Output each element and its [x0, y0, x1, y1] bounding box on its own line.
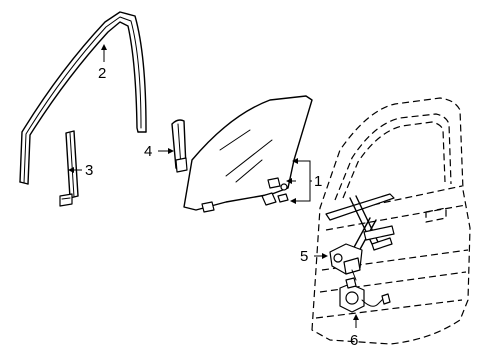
window-regulator: [325, 193, 395, 265]
callout-3: 3: [85, 162, 93, 179]
callout-1: 1: [314, 173, 322, 190]
callout-5: 5: [300, 248, 308, 265]
regulator-bracket-part: [329, 243, 363, 281]
callout-leaders: [68, 44, 359, 328]
callout-4: 4: [144, 143, 152, 160]
run-channel-part: [19, 11, 147, 185]
callout-2: 2: [98, 65, 106, 82]
lower-channel-small-part: [171, 119, 188, 173]
door-glass-part: [183, 95, 313, 213]
lower-channel-left-part: [59, 130, 79, 207]
window-motor-part: [339, 277, 391, 313]
door-shell-outline: [311, 97, 471, 345]
callout-6: 6: [350, 332, 358, 349]
